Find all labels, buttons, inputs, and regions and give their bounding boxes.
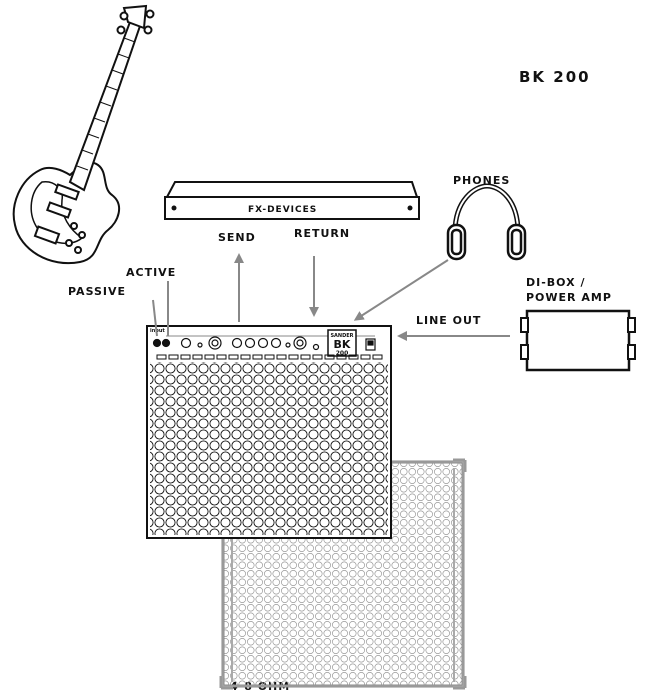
amp-model-number-text: 200 (336, 350, 349, 357)
low-mid-knob-icon (244, 337, 256, 349)
active-input-jack-icon (161, 338, 171, 348)
di-box-connector-icon (520, 344, 529, 360)
cabinet-corner-icon (453, 676, 467, 690)
return-label: RETURN (294, 227, 350, 240)
phones-arrow (353, 259, 449, 321)
treble-knob-icon (270, 337, 282, 349)
headphones-icon (446, 183, 527, 261)
rack-screw-icon (171, 205, 177, 211)
di-box-label-line1: DI-BOX / (526, 276, 585, 289)
line-out-label: LINE OUT (416, 314, 481, 327)
amp-model-text: BK (334, 338, 351, 351)
bk200-amplifier: input SANDER BK 200 (146, 325, 392, 539)
di-box-connector-icon (627, 344, 636, 360)
diagram-title: BK 200 (519, 68, 591, 86)
amp-control-panel: input SANDER BK 200 (150, 328, 376, 357)
passive-input-jack-icon (152, 338, 162, 348)
send-label: SEND (218, 231, 256, 244)
amp-brand-text: SANDER (330, 333, 353, 339)
high-mid-knob-icon (257, 337, 269, 349)
di-box-connector-icon (520, 317, 529, 333)
amp-logo-box (327, 329, 357, 357)
signal-arrows (152, 253, 510, 341)
bass-knob-icon (231, 337, 243, 349)
amp-vent-row (156, 354, 383, 360)
svg-text:input: input (150, 328, 165, 334)
cabinet-corner-icon (453, 458, 467, 472)
rack-screw-icon (407, 205, 413, 211)
bass-guitar-icon (12, 4, 155, 265)
active-label: ACTIVE (126, 266, 176, 279)
passive-label: PASSIVE (68, 285, 126, 298)
fx-devices-rack: FX-DEVICES (164, 181, 420, 220)
di-box-label-line2: POWER AMP (526, 291, 612, 304)
cabinet-corner-icon (219, 676, 233, 690)
gain-knob-icon (180, 337, 192, 349)
phones-label: PHONES (453, 174, 510, 187)
di-box (520, 309, 636, 372)
di-box-connector-icon (627, 317, 636, 333)
fx-devices-label: FX-DEVICES (248, 205, 317, 215)
passive-input-lead (152, 299, 158, 337)
